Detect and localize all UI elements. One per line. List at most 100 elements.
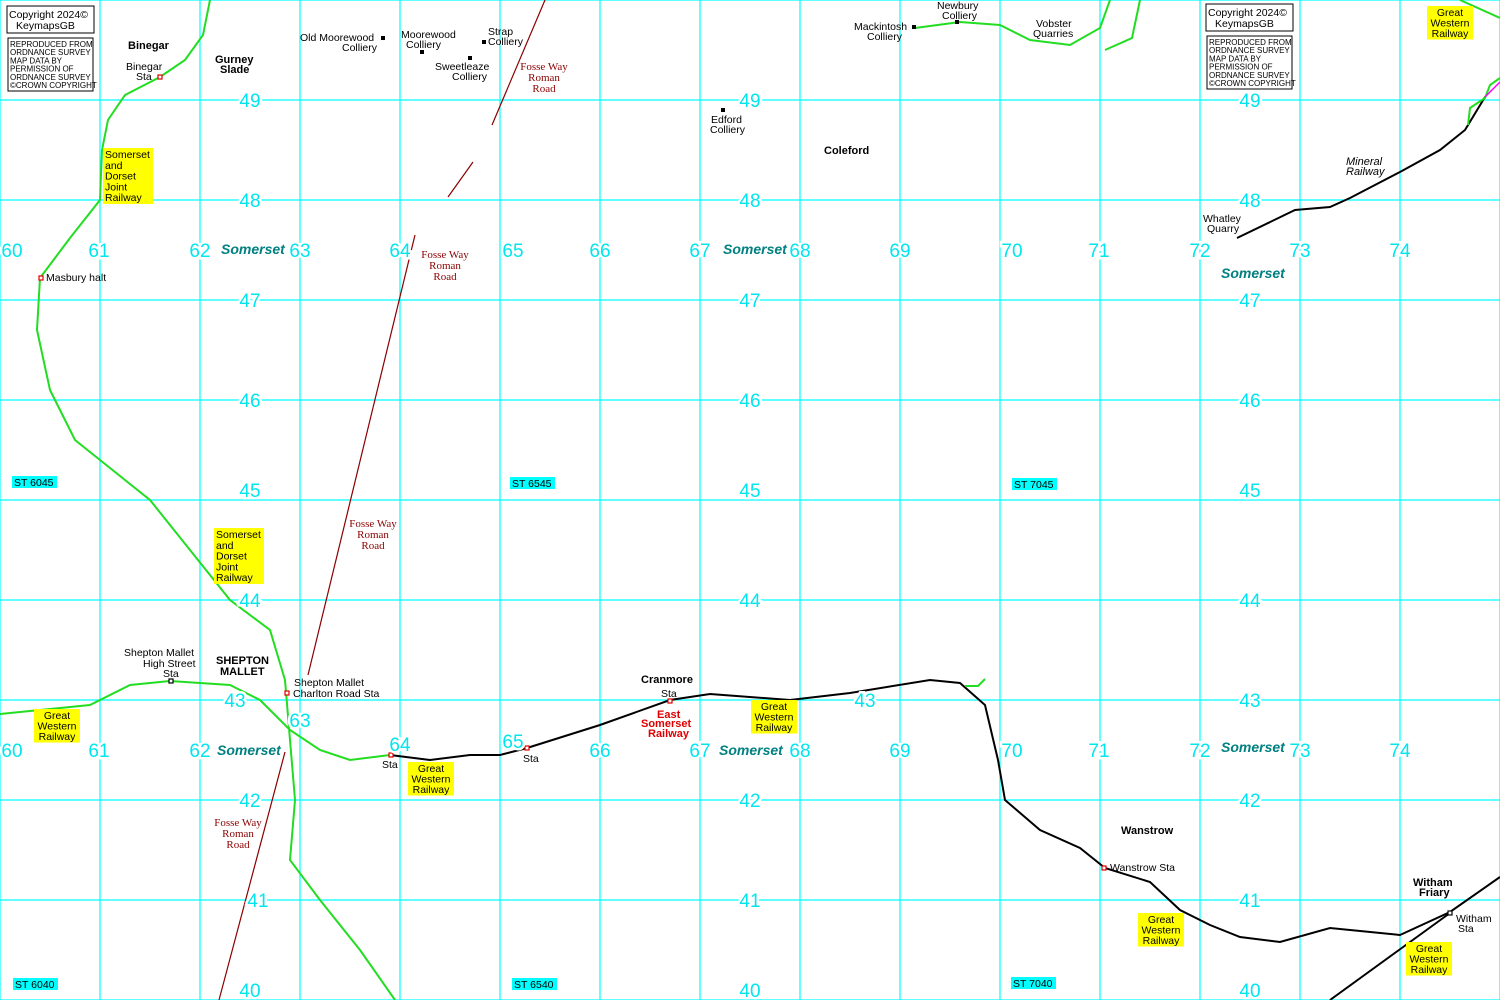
- railway-label: Western: [1431, 18, 1470, 30]
- northing-label: 46: [739, 391, 760, 412]
- railway-label: Somerset: [216, 529, 261, 541]
- colliery-label: Colliery: [710, 124, 746, 136]
- railway-label: Railway: [105, 192, 143, 204]
- colliery-label: Strap: [488, 26, 513, 38]
- place-wanstrow: Wanstrow: [1121, 825, 1174, 837]
- fosse-way-road: [218, 0, 546, 1000]
- northing-label: 49: [239, 91, 260, 112]
- easting-label: 72: [1189, 741, 1210, 762]
- railway-label-mineral: Mineral: [1346, 156, 1383, 168]
- station-label: Shepton Mallet: [294, 677, 364, 689]
- northing-label: 42: [1239, 791, 1260, 812]
- county-label: Somerset: [1221, 265, 1286, 281]
- northing-label: 40: [1239, 981, 1260, 1000]
- grid-ref-box: [510, 477, 555, 489]
- railway-label: Great: [418, 763, 444, 775]
- quarry-label: Quarry: [1207, 223, 1240, 235]
- northing-label: 45: [1239, 481, 1260, 502]
- railway-label: Railway: [1143, 935, 1181, 947]
- easting-label: 72: [1189, 241, 1210, 262]
- northing-label: 46: [1239, 391, 1260, 412]
- os-notice-text: REPRODUCED FROM: [10, 40, 93, 49]
- easting-label: 65: [502, 732, 523, 753]
- easting-label: 62: [189, 241, 210, 262]
- railway-label: Western: [412, 774, 451, 786]
- station-label: Sta: [163, 668, 179, 680]
- county-label: Somerset: [221, 241, 286, 257]
- northing-label: 43: [1239, 691, 1260, 712]
- railway-label: Great: [761, 701, 787, 713]
- colliery-label: Colliery: [452, 71, 488, 83]
- northing-label: 42: [739, 791, 760, 812]
- northing-label: 45: [239, 481, 260, 502]
- easting-label: 70: [1001, 241, 1022, 262]
- colliery-label: Edford: [711, 114, 742, 126]
- fosse-way-label: Roman: [222, 828, 254, 840]
- os-notice-text: MAP DATA BY: [1209, 54, 1262, 63]
- railway-label-box: [1427, 6, 1473, 40]
- easting-label: 66: [589, 741, 610, 762]
- easting-label: 69: [889, 741, 910, 762]
- railway-label: Somerset: [105, 149, 150, 161]
- northing-label: 44: [1239, 591, 1261, 612]
- easting-label: 73: [1289, 741, 1310, 762]
- northing-label: 49: [739, 91, 760, 112]
- railway-label-mineral: Railway: [1346, 166, 1386, 178]
- northing-label: 45: [739, 481, 760, 502]
- fosse-way-label: Road: [361, 540, 385, 552]
- station-label: Sta: [661, 688, 677, 700]
- easting-label: 65: [502, 241, 523, 262]
- quarry-label: Quarries: [1033, 28, 1073, 40]
- railway-label: and: [105, 160, 123, 172]
- easting-label: 68: [789, 241, 810, 262]
- colliery-label: Colliery: [488, 36, 524, 48]
- railway-label: Railway: [216, 572, 254, 584]
- railway-label-box: [103, 148, 153, 204]
- railway-label: Dorset: [216, 551, 247, 563]
- colliery-label: Colliery: [867, 31, 903, 43]
- railway-label-esr: Railway: [648, 728, 690, 740]
- os-notice-text: ORDNANCE SURVEY: [10, 48, 91, 57]
- northing-label: 43: [854, 691, 875, 712]
- copyright-text: Copyright 2024©: [9, 9, 88, 21]
- colliery-label: Moorewood: [401, 29, 456, 41]
- fosse-way-label: Road: [532, 83, 556, 95]
- grid-ref-label: ST 6045: [14, 477, 54, 489]
- easting-label: 68: [789, 741, 810, 762]
- os-notice-text: PERMISSION OF: [1209, 63, 1273, 72]
- fosse-way-label: Fosse Way: [214, 817, 262, 829]
- railway-label: Railway: [413, 784, 451, 796]
- fosse-way-label: Fosse Way: [349, 518, 397, 530]
- station-label: Masbury halt: [46, 272, 106, 284]
- northing-label: 41: [1239, 891, 1260, 912]
- grid-ref-label: ST 7040: [1013, 978, 1053, 990]
- grid-ref-label: ST 7045: [1014, 479, 1054, 491]
- easting-label: 71: [1088, 741, 1109, 762]
- station-label: Charlton Road Sta: [293, 688, 380, 700]
- easting-label: 73: [1289, 241, 1310, 262]
- county-label: Somerset: [719, 742, 784, 758]
- railway-label-box: [751, 700, 797, 734]
- railway-label: Great: [44, 710, 70, 722]
- county-labels: Somerset Somerset Somerset Somerset Some…: [215, 239, 1288, 760]
- easting-label: 66: [589, 241, 610, 262]
- copyright-text: Copyright 2024©: [1208, 7, 1287, 19]
- railway-label: Railway: [1411, 964, 1449, 976]
- northing-label: 47: [239, 291, 260, 312]
- colliery-label: Newbury: [937, 0, 979, 12]
- os-notice-text: REPRODUCED FROM: [1209, 38, 1292, 47]
- place-shepton-mallet: SHEPTON: [216, 655, 269, 667]
- mineral-railway-line: [1236, 96, 1486, 239]
- railway-label: Railway: [1432, 28, 1470, 40]
- os-notice-text: ©CROWN COPYRIGHT: [1209, 79, 1296, 88]
- station-label: Sta: [1458, 923, 1474, 935]
- grid-ref-box: [1012, 478, 1057, 490]
- railway-label: Western: [38, 721, 77, 733]
- northing-label: 40: [739, 981, 760, 1000]
- station-label: Sta: [523, 753, 539, 765]
